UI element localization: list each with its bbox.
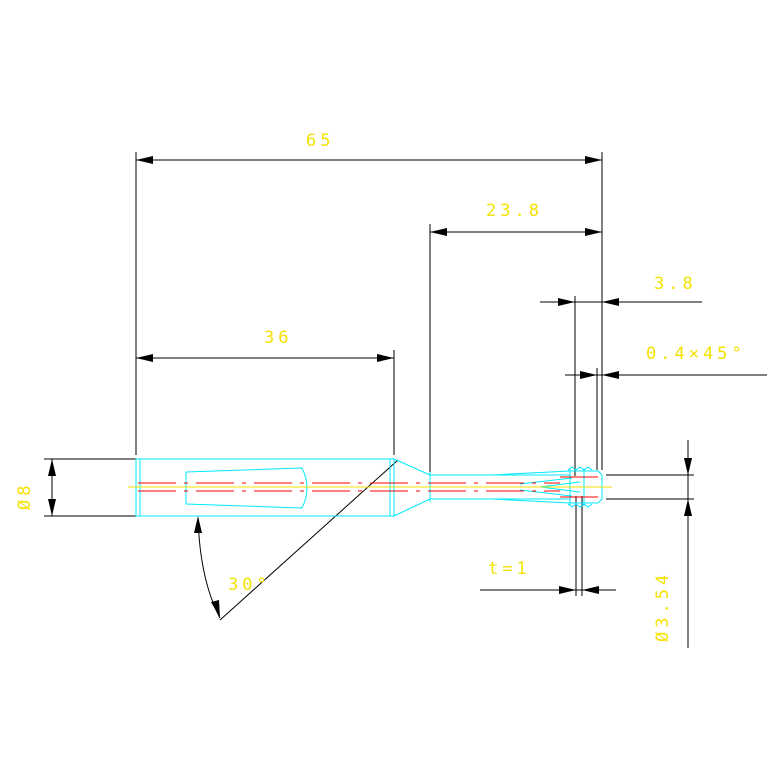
dimension-front-length: 23.8 <box>429 201 602 472</box>
dimension-label-tip-length: 3.8 <box>654 274 697 294</box>
centerlines <box>128 476 612 498</box>
dimension-tip-diameter: Ø3.54 <box>606 440 694 648</box>
dimension-wall-thickness: t=1 <box>480 496 616 596</box>
dimension-label-body-diameter: Ø8 <box>15 482 35 510</box>
dimension-label-tip-diameter: Ø3.54 <box>653 571 673 642</box>
dimension-label-chamfer: 0.4×45° <box>646 344 746 364</box>
dimension-body-length: 36 <box>136 328 395 455</box>
dimension-body-diameter: Ø8 <box>15 458 136 517</box>
dimension-label-overall-length: 65 <box>306 131 334 151</box>
dimension-label-wall-thickness: t=1 <box>488 559 531 579</box>
dimension-label-body-length: 36 <box>264 328 292 348</box>
dimension-angle: 30° <box>194 459 399 621</box>
dimension-overall-length: 65 <box>135 131 603 470</box>
dimension-chamfer: 0.4×45° <box>565 344 767 470</box>
dimension-label-angle: 30° <box>228 575 271 595</box>
dimension-label-front-length: 23.8 <box>486 201 543 221</box>
dimension-tip-length: 3.8 <box>540 274 702 476</box>
